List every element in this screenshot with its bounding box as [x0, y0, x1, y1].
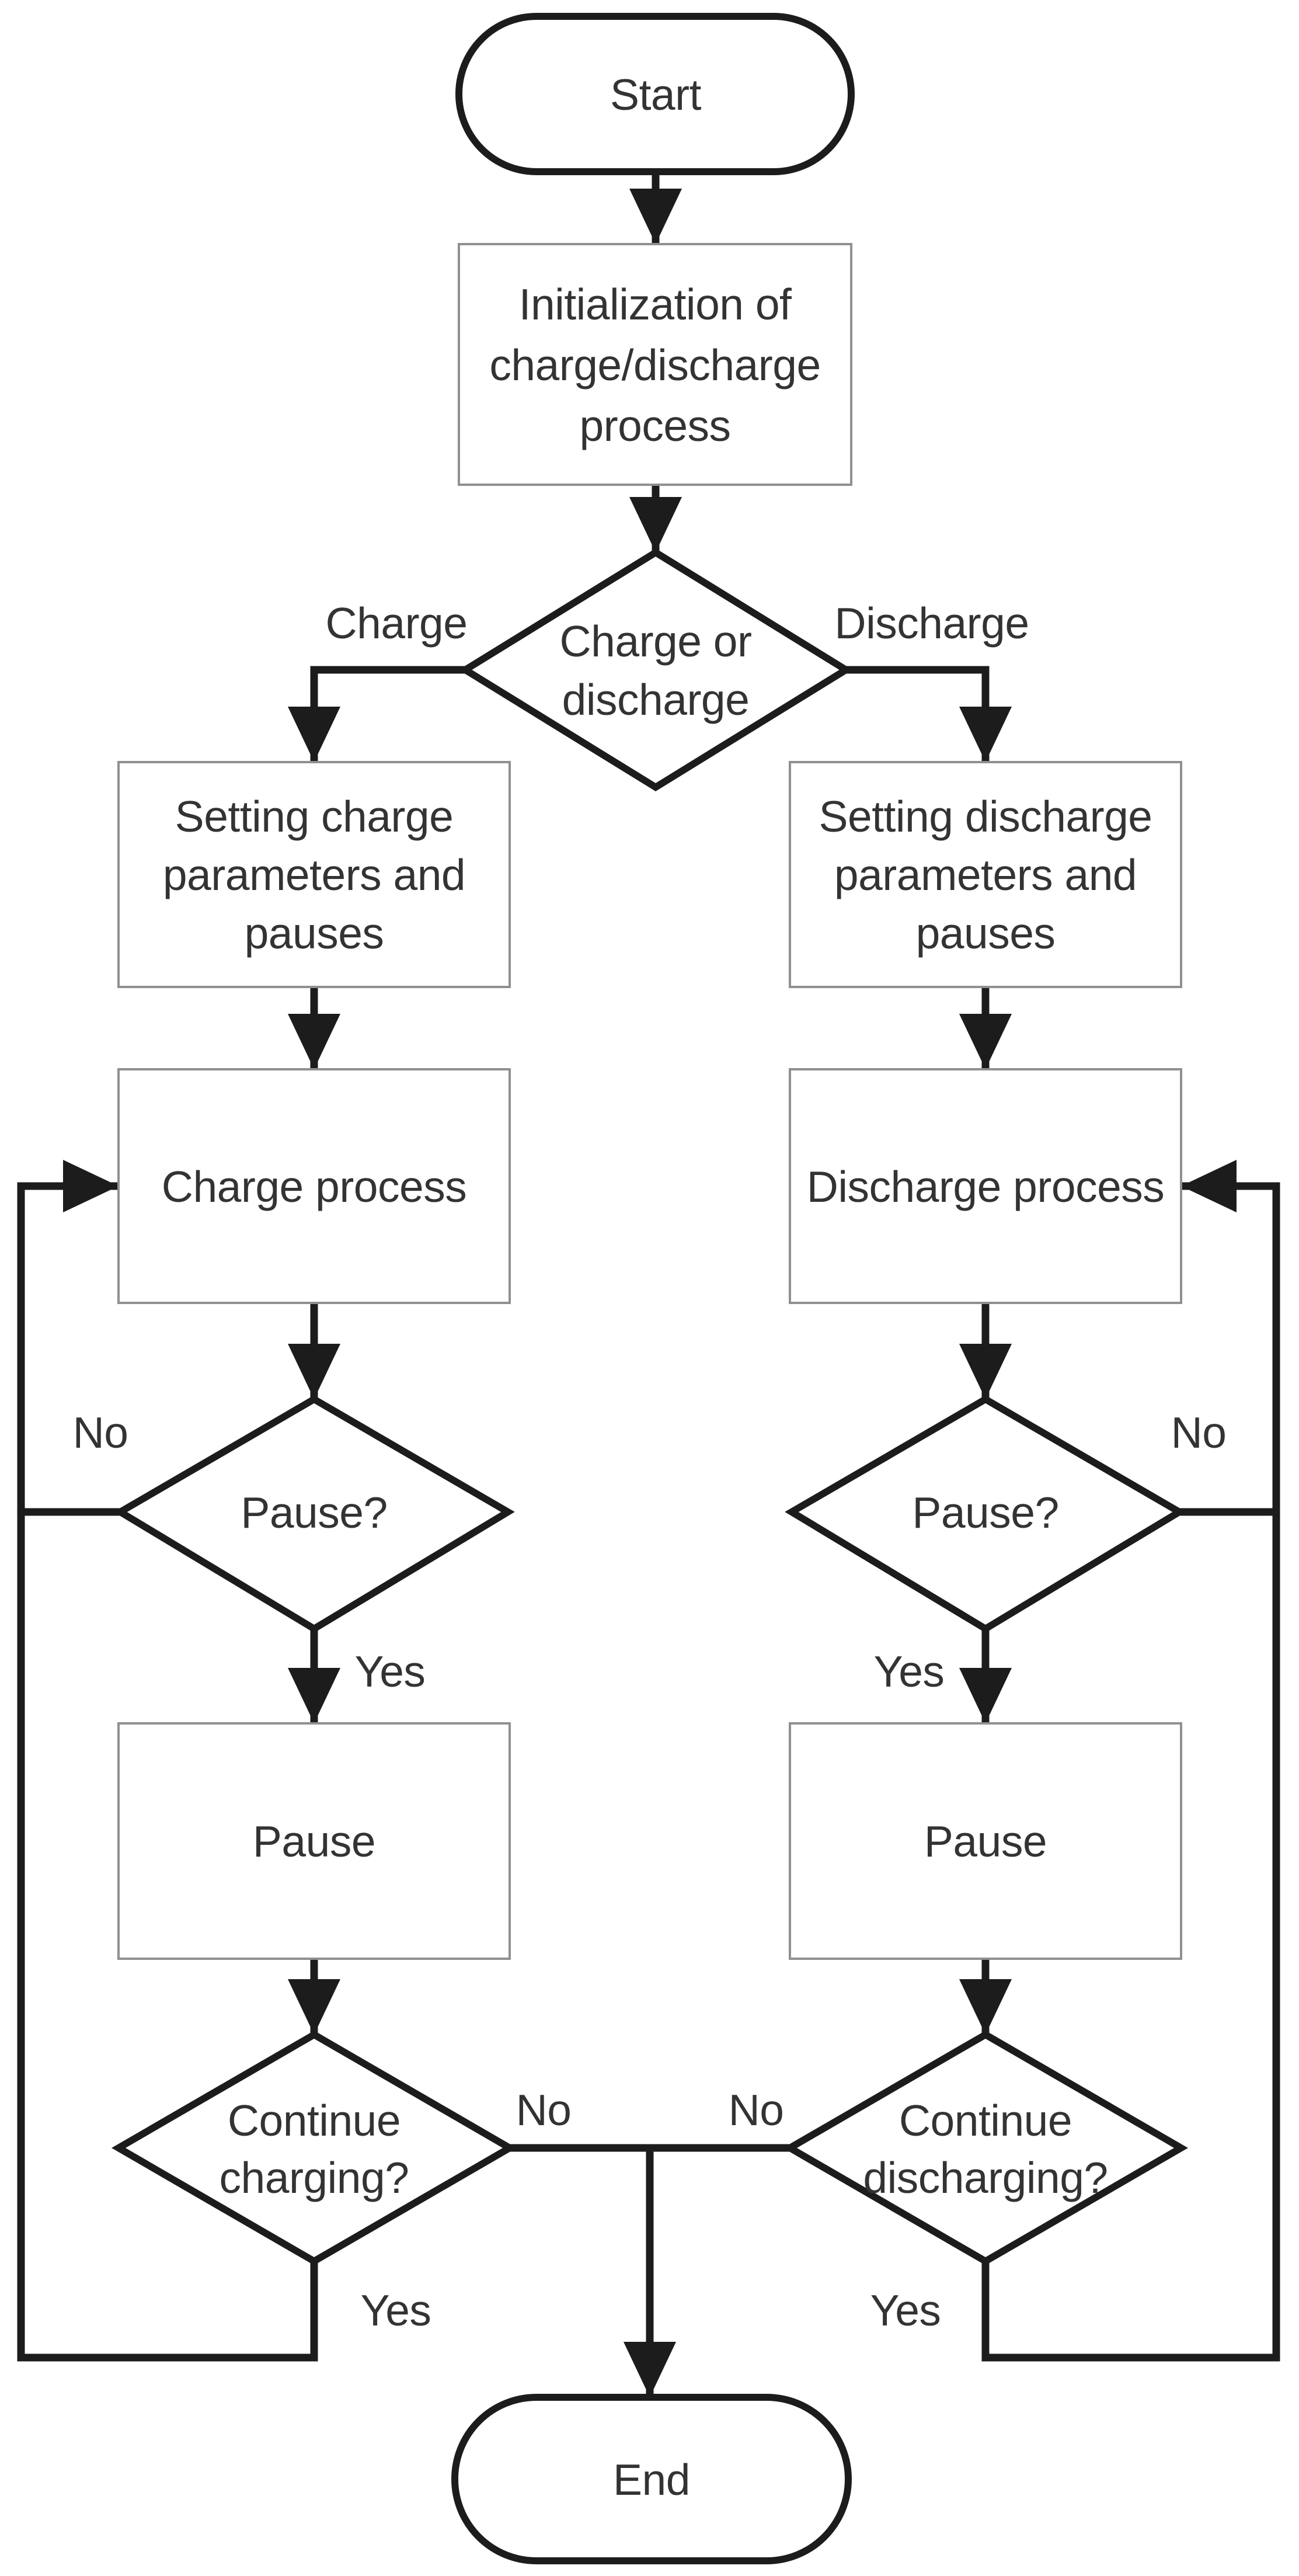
setting-charge-label-line2: parameters and	[163, 850, 465, 899]
edge-mode-charge-branch	[288, 666, 465, 762]
pause-left-node	[117, 1722, 511, 1960]
setting-charge-label-line3: pauses	[245, 909, 384, 958]
setting-charge-node	[117, 761, 511, 988]
start-node	[455, 13, 855, 175]
pause-check-left-label: Pause?	[241, 1488, 387, 1537]
pause-left-label: Pause	[253, 1817, 375, 1866]
edge-mode-discharge-branch	[846, 666, 1012, 762]
pause-right-label: Pause	[924, 1817, 1047, 1866]
continue-discharging-label-line2: discharging?	[863, 2153, 1108, 2202]
continue-discharging-label-line1: Continue	[899, 2096, 1072, 2145]
continue-charging-label-line1: Continue	[228, 2096, 401, 2145]
edge-left-yes-loop	[17, 1160, 318, 2362]
charge-branch-label: Charge	[326, 599, 468, 648]
edge-right-yes-loop	[981, 1160, 1280, 2362]
pause-check-left-yes-label: Yes	[355, 1647, 426, 1696]
continue-discharging-yes-label: Yes	[870, 2286, 941, 2335]
start-label: Start	[610, 70, 702, 119]
continue-charging-label-line2: charging?	[220, 2153, 409, 2202]
continue-charging-no-label: No	[516, 2085, 572, 2135]
charge-or-discharge-decision	[458, 548, 853, 792]
setting-discharge-label-line2: parameters and	[834, 850, 1137, 899]
init-label-line3: process	[579, 401, 730, 450]
continue-discharging-decision	[783, 2031, 1188, 2265]
setting-discharge-label-line3: pauses	[916, 909, 1056, 958]
init-label-line1: Initialization of	[519, 280, 792, 329]
pause-check-left-decision	[113, 1395, 515, 1633]
charge-process-label: Charge process	[162, 1162, 466, 1211]
discharge-branch-label: Discharge	[834, 599, 1029, 648]
continue-charging-decision	[112, 2031, 517, 2265]
end-label: End	[613, 2455, 690, 2504]
pause-check-right-label: Pause?	[912, 1488, 1058, 1537]
init-label-line2: charge/discharge	[489, 340, 820, 390]
pause-check-right-yes-label: Yes	[874, 1647, 945, 1696]
discharge-process-label: Discharge process	[807, 1162, 1165, 1211]
setting-discharge-label-line1: Setting discharge	[819, 792, 1152, 841]
mode-label-line1: Charge or	[559, 617, 751, 666]
discharge-process-node	[789, 1068, 1182, 1304]
pause-check-left-no-label: No	[73, 1408, 128, 1457]
end-node	[451, 2394, 852, 2564]
pause-check-right-no-label: No	[1171, 1408, 1227, 1457]
continue-discharging-no-label: No	[729, 2085, 784, 2135]
pause-check-right-decision	[785, 1395, 1186, 1633]
continue-charging-yes-label: Yes	[361, 2286, 431, 2335]
setting-charge-label-line1: Setting charge	[175, 792, 454, 841]
init-node	[458, 243, 852, 486]
pause-right-node	[789, 1722, 1182, 1960]
mode-label-line2: discharge	[562, 675, 750, 724]
setting-discharge-node	[789, 761, 1182, 988]
charge-process-node	[117, 1068, 511, 1304]
